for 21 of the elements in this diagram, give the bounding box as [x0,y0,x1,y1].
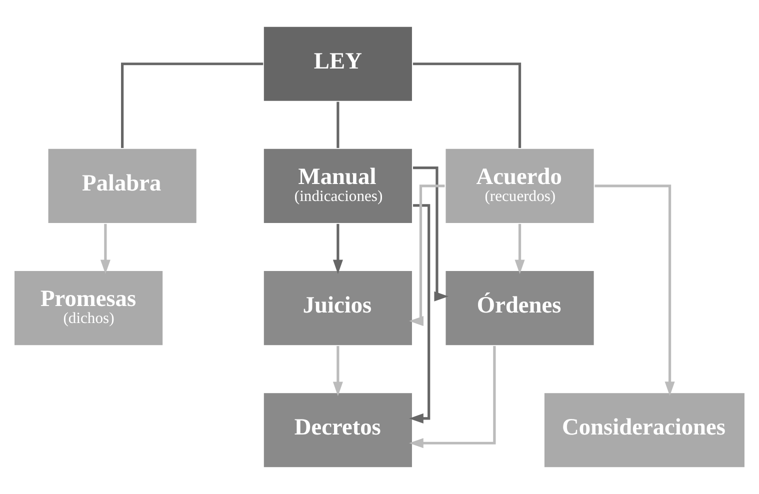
node-box: LEY [262,26,414,102]
arrow [332,346,343,396]
arrow [514,224,525,274]
node-box: Decretos [262,392,414,468]
node-box: Juicios [262,270,414,346]
arrow [409,184,445,326]
arrow [594,184,675,396]
arrow [100,224,110,274]
arrow [332,224,343,274]
node-box: Palabra [47,148,198,224]
connector [336,102,340,148]
node-box: Acuerdo (recuerdos) [444,148,596,224]
connector [121,62,264,148]
arrow [409,204,430,424]
arrow [413,166,449,302]
arrow [409,346,496,448]
node-box: Promesas (dichos) [13,270,164,346]
node-box: Consideraciones [543,392,746,468]
node-box: Órdenes [444,270,596,346]
connector [412,62,522,148]
node-box: Manual (indicaciones) [262,148,414,224]
